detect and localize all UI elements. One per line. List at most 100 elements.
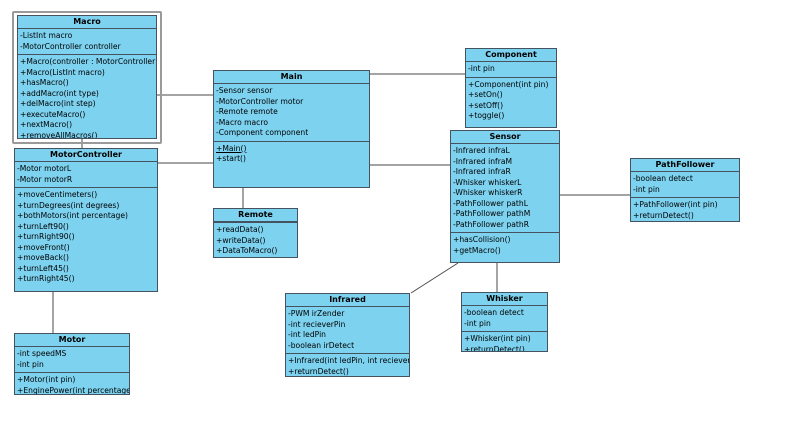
connector-sensor-infrared[interactable] <box>410 262 459 294</box>
attributes-compartment: -Infrared infraL-Infrared infraM-Infrare… <box>451 144 559 232</box>
methods-compartment: +Whisker(int pin)+returnDetect() <box>462 331 547 352</box>
class-title: Main <box>214 71 369 84</box>
method-line: +Infrared(int ledPin, int recieverPin) <box>288 356 409 365</box>
attribute-line: -Motor motorR <box>17 174 73 184</box>
method-line: +DataToMacro() <box>216 246 278 255</box>
attribute-line: -int ledPin <box>288 330 326 339</box>
methods-compartment: +PathFollower(int pin)+returnDetect() <box>631 197 739 221</box>
attribute-line: -int speedMS <box>17 349 67 358</box>
class-box-component[interactable]: Component -int pin +Component(int pin)+s… <box>465 48 557 128</box>
attributes-compartment: -PWM irZender-int recieverPin-int ledPin… <box>286 307 409 353</box>
method-line: +hasMacro() <box>20 78 69 87</box>
attribute-line: -Whisker whiskerL <box>453 177 522 187</box>
attribute-line: -Component component <box>216 128 309 137</box>
class-title: Remote <box>214 209 297 222</box>
attribute-line: -ListInt macro <box>20 31 73 40</box>
method-line: +toggle() <box>468 111 505 120</box>
attribute-line: -int recieverPin <box>288 319 346 329</box>
methods-compartment: +readData()+writeData()+DataToMacro() <box>214 222 297 257</box>
method-line: +returnDetect() <box>288 366 349 376</box>
attribute-line: -int pin <box>633 184 660 194</box>
method-line: +Macro(controller : MotorController) <box>20 57 157 66</box>
attribute-line: -Sensor sensor <box>216 86 273 95</box>
class-title: Component <box>466 49 556 62</box>
methods-compartment: +hasCollision()+getMacro() <box>451 232 559 262</box>
method-line: +Motor(int pin) <box>17 375 76 384</box>
attribute-line: -PWM irZender <box>288 309 345 318</box>
attributes-compartment: -int pin <box>466 62 556 77</box>
method-line: +moveBack() <box>17 253 69 262</box>
class-box-sensor[interactable]: Sensor -Infrared infraL-Infrared infraM-… <box>450 130 560 263</box>
attribute-line: -PathFollower pathL <box>453 198 528 208</box>
method-line: +hasCollision() <box>453 235 511 244</box>
method-line: +Whisker(int pin) <box>464 334 531 343</box>
method-line: +setOff() <box>468 100 504 110</box>
method-line: +executeMacro() <box>20 109 86 119</box>
methods-compartment: +Infrared(int ledPin, int recieverPin)+r… <box>286 353 409 376</box>
method-line: +EnginePower(int percentage) <box>17 385 130 395</box>
attribute-line: -boolean detect <box>464 308 524 317</box>
attribute-line: -Motor motorL <box>17 164 72 173</box>
methods-compartment: +Motor(int pin)+EnginePower(int percenta… <box>15 372 130 395</box>
method-line: +start() <box>216 154 246 163</box>
class-title: Sensor <box>451 131 559 144</box>
class-box-pathfollower[interactable]: PathFollower -boolean detect-int pin +Pa… <box>630 158 740 222</box>
methods-compartment: +moveCentimeters()+turnDegrees(int degre… <box>15 187 157 291</box>
methods-compartment: +Main()+start() <box>214 140 369 188</box>
method-line: +Macro(ListInt macro) <box>20 67 105 77</box>
method-line: +setOn() <box>468 90 503 99</box>
method-line: +turnDegrees(int degrees) <box>17 200 120 210</box>
method-line: +turnLeft90() <box>17 221 69 231</box>
methods-compartment: +Macro(controller : MotorController)+Mac… <box>18 54 157 138</box>
attribute-line: -MotorController controller <box>20 41 121 51</box>
method-line: +Component(int pin) <box>468 79 549 89</box>
class-box-motor[interactable]: Motor -int speedMS-int pin +Motor(int pi… <box>14 333 130 395</box>
class-box-motorcontroller[interactable]: MotorController -Motor motorL-Motor moto… <box>14 148 158 292</box>
method-line: +delMacro(int step) <box>20 99 96 108</box>
method-line: +Main() <box>216 143 247 153</box>
attribute-line: -int pin <box>464 318 491 328</box>
class-box-whisker[interactable]: Whisker -boolean detect-int pin +Whisker… <box>461 292 548 352</box>
method-line: +moveCentimeters() <box>17 190 98 199</box>
method-line: +writeData() <box>216 235 266 245</box>
method-line: +turnRight45() <box>17 274 75 283</box>
method-line: +getMacro() <box>453 245 501 255</box>
attribute-line: -int pin <box>468 64 495 73</box>
class-title: Whisker <box>462 293 547 306</box>
attribute-line: -Macro macro <box>216 117 268 127</box>
methods-compartment: +Component(int pin)+setOn()+setOff()+tog… <box>466 76 556 128</box>
attributes-compartment: -int speedMS-int pin <box>15 347 129 372</box>
method-line: +returnDetect() <box>464 344 525 352</box>
class-title: Macro <box>18 16 156 29</box>
class-box-macro[interactable]: Macro -ListInt macro-MotorController con… <box>17 15 157 139</box>
attribute-line: -Infrared infraR <box>453 167 511 176</box>
attribute-line: -PathFollower pathM <box>453 209 531 218</box>
class-title: PathFollower <box>631 159 739 172</box>
class-box-remote[interactable]: Remote +readData()+writeData()+DataToMac… <box>213 208 298 258</box>
attribute-line: -boolean irDetect <box>288 340 355 350</box>
attribute-line: -Infrared infraL <box>453 146 510 155</box>
class-title: Infrared <box>286 294 409 307</box>
attribute-line: -Whisker whiskerR <box>453 188 523 197</box>
method-line: +turnRight90() <box>17 232 75 241</box>
method-line: +bothMotors(int percentage) <box>17 211 128 220</box>
attribute-line: -Infrared infraM <box>453 156 513 166</box>
method-line: +PathFollower(int pin) <box>633 200 718 209</box>
attributes-compartment: -boolean detect-int pin <box>462 306 547 331</box>
method-line: +addMacro(int type) <box>20 88 99 98</box>
attribute-line: -int pin <box>17 359 44 369</box>
class-title: Motor <box>15 334 129 347</box>
method-line: +nextMacro() <box>20 120 73 129</box>
attributes-compartment: -ListInt macro-MotorController controlle… <box>18 29 156 54</box>
method-line: +returnDetect() <box>633 210 694 220</box>
attributes-compartment: -Motor motorL-Motor motorR <box>15 162 157 187</box>
attribute-line: -PathFollower pathR <box>453 219 529 229</box>
class-title: MotorController <box>15 149 157 162</box>
method-line: +readData() <box>216 225 264 234</box>
class-box-main[interactable]: Main -Sensor sensor-MotorController moto… <box>213 70 370 188</box>
class-box-infrared[interactable]: Infrared -PWM irZender-int recieverPin-i… <box>285 293 410 377</box>
attribute-line: -Remote remote <box>216 107 278 116</box>
attributes-compartment: -boolean detect-int pin <box>631 172 739 197</box>
attribute-line: -boolean detect <box>633 174 693 183</box>
